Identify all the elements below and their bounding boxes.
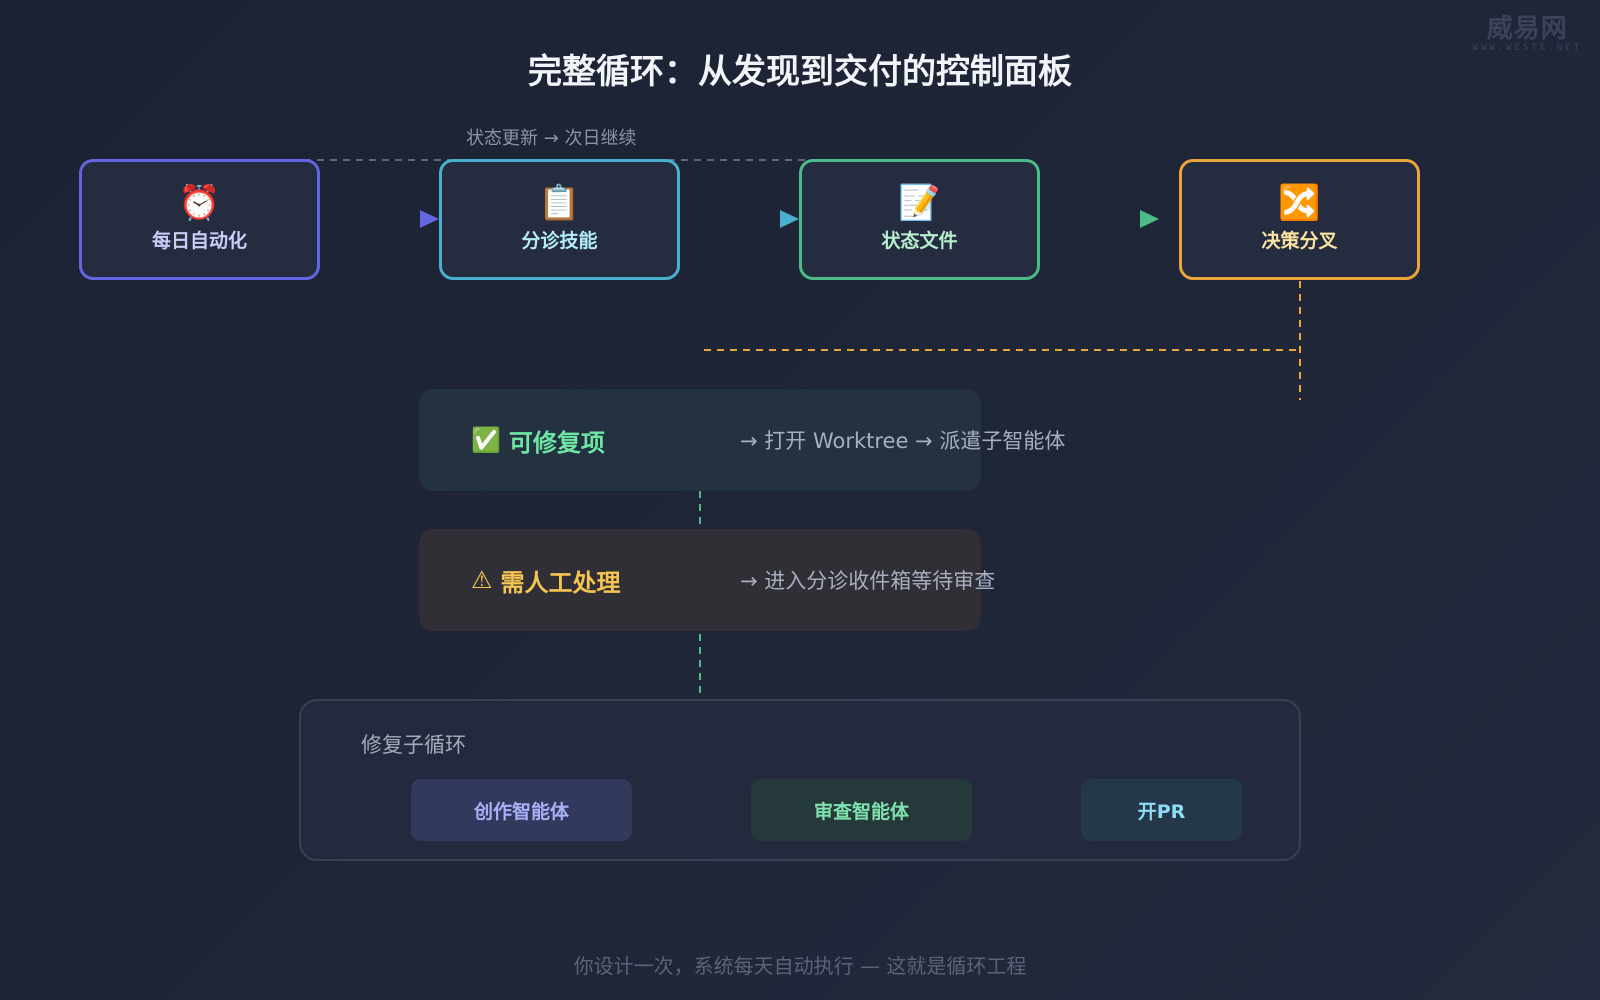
- node-triage-skill: 📋 分诊技能: [439, 159, 680, 280]
- outcome-manual: ⚠ 需人工处理 → 进入分诊收件箱等待审查: [419, 529, 995, 631]
- clipboard-icon: 📋: [538, 183, 581, 223]
- arrow-to-state: [780, 210, 799, 228]
- step-open-pr: 开PR: [1081, 779, 1242, 841]
- step-review-agent: 审查智能体: [751, 779, 972, 841]
- node-label: 决策分叉: [1261, 230, 1338, 252]
- node-daily-automation: ⏰ 每日自动化: [79, 159, 320, 280]
- memo-icon: 📝: [898, 183, 941, 223]
- node-label: 状态文件: [881, 230, 958, 252]
- node-label: 每日自动化: [151, 230, 247, 252]
- page-title: 完整循环：从发现到交付的控制面板: [528, 52, 1072, 92]
- outcome-manual-desc: → 进入分诊收件箱等待审查: [740, 569, 996, 593]
- node-decision-fork: 🔀 决策分叉: [1179, 159, 1420, 280]
- check-mark-icon: ✅: [471, 426, 501, 454]
- subloop-title: 修复子循环: [361, 733, 466, 757]
- arrow-to-triage: [420, 210, 439, 228]
- outcome-manual-head: ⚠ 需人工处理: [471, 529, 621, 631]
- node-label: 分诊技能: [521, 230, 598, 252]
- shuffle-icon: 🔀: [1278, 183, 1321, 223]
- step-author-agent: 创作智能体: [411, 779, 632, 841]
- outcome-manual-label: 需人工处理: [500, 568, 621, 597]
- warning-icon: ⚠: [471, 566, 493, 594]
- alarm-clock-icon: ⏰: [178, 183, 221, 223]
- watermark: 威易网 WWW.WESTE.NET: [1473, 8, 1582, 53]
- outcome-fixable: ✅ 可修复项 → 打开 Worktree → 派遣子智能体: [419, 389, 1065, 491]
- outcome-fixable-label: 可修复项: [508, 428, 605, 457]
- watermark-brand: 威易网: [1486, 13, 1568, 43]
- outcome-fixable-head: ✅ 可修复项: [471, 389, 605, 491]
- fix-subloop-panel: 修复子循环 创作智能体 审查智能体 开PR: [299, 699, 1301, 861]
- footer-caption: 你设计一次，系统每天自动执行 — 这就是循环工程: [573, 954, 1027, 978]
- watermark-url: WWW.WESTE.NET: [1472, 43, 1582, 53]
- loop-label: 状态更新 → 次日继续: [466, 128, 637, 149]
- arrow-to-decision: [1140, 210, 1159, 228]
- outcome-fixable-desc: → 打开 Worktree → 派遣子智能体: [740, 429, 1066, 453]
- node-state-file: 📝 状态文件: [799, 159, 1040, 280]
